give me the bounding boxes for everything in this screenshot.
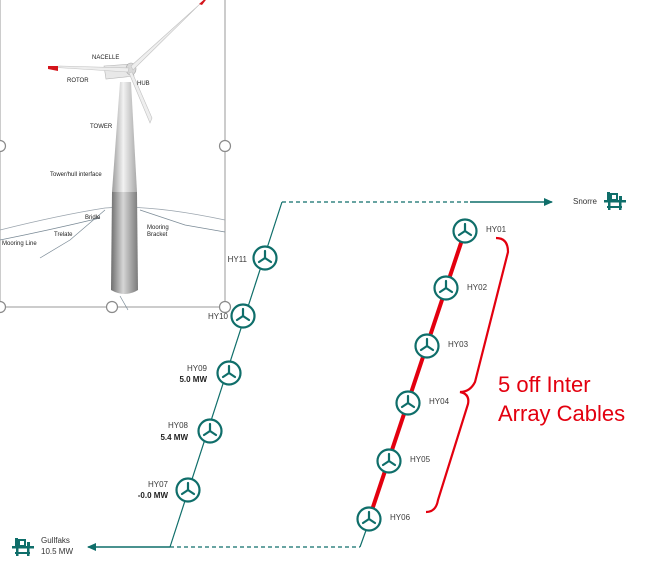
left-string: HY11 HY10 HY09 5.0 MW HY08 5.4 MW HY07 -… <box>138 245 278 503</box>
turbine-illustration: NACELLE ROTOR HUB TOWER Tower/hull inter… <box>0 0 232 314</box>
platform-snorre-label: Snorre <box>573 197 598 206</box>
turbine-node[interactable] <box>252 245 278 271</box>
handle-bottom-right[interactable] <box>218 300 232 314</box>
turbine-id: HY02 <box>467 283 488 292</box>
blade-upper <box>130 0 205 71</box>
turbine-id: HY08 <box>168 421 189 430</box>
turbine-node[interactable] <box>197 418 223 444</box>
turbine-id: HY01 <box>486 225 507 234</box>
annotation-line2: Array Cables <box>498 401 625 426</box>
turbine-id: HY09 <box>187 364 208 373</box>
turbine-node[interactable] <box>216 360 242 386</box>
turbine-id: HY11 <box>228 255 248 264</box>
turbine-power: -0.0 MW <box>138 491 169 500</box>
turbine-node[interactable] <box>376 448 402 474</box>
blade-lower <box>128 71 153 124</box>
turbine-node[interactable] <box>433 275 459 301</box>
label-rotor: ROTOR <box>67 78 89 84</box>
turbine-id: HY10 <box>208 312 229 321</box>
label-tower: TOWER <box>90 124 113 130</box>
turbine-id: HY07 <box>148 480 169 489</box>
turbine-node[interactable] <box>230 303 256 329</box>
right-string: HY01 HY02 HY03 HY04 HY05 HY06 <box>356 218 507 532</box>
selection-handles[interactable] <box>0 139 232 314</box>
tower <box>112 82 137 192</box>
label-mooring-bracket-line1: Mooring <box>147 225 169 231</box>
turbine-node[interactable] <box>356 506 382 532</box>
annotation-bracket <box>425 236 510 514</box>
turbine-power: 5.0 MW <box>179 375 207 384</box>
turbine-power: 5.4 MW <box>160 433 188 442</box>
label-tower-hull-interface: Tower/hull interface <box>50 172 102 178</box>
handle-bottom-middle[interactable] <box>105 300 119 314</box>
platform-icon <box>604 192 626 210</box>
platform-snorre[interactable]: Snorre <box>573 192 626 210</box>
handle-left-middle[interactable] <box>0 139 7 153</box>
platform-gullfaks-power: 10.5 MW <box>41 547 73 556</box>
label-hub: HUB <box>137 81 150 87</box>
label-nacelle: NACELLE <box>92 55 119 61</box>
floating-hull <box>111 192 138 294</box>
turbine-node[interactable] <box>175 477 201 503</box>
platform-icon <box>12 538 34 556</box>
label-bridle: Bridle <box>85 215 101 221</box>
annotation-line1: 5 off Inter <box>498 372 591 397</box>
handle-right-middle[interactable] <box>218 139 232 153</box>
turbine-node[interactable] <box>395 390 421 416</box>
handle-bottom-left[interactable] <box>0 300 7 314</box>
platform-gullfaks[interactable]: Gullfaks 10.5 MW <box>12 536 73 556</box>
label-trelate: Trelate <box>54 232 73 238</box>
turbine-node[interactable] <box>414 333 440 359</box>
inter-array-cables <box>367 230 467 520</box>
label-mooring-bracket-line2: Bracket <box>147 232 168 238</box>
turbine-id: HY05 <box>410 455 431 464</box>
turbine-node[interactable] <box>452 218 478 244</box>
platform-gullfaks-label: Gullfaks <box>41 536 70 545</box>
label-mooring-line: Mooring Line <box>2 241 37 247</box>
turbine-id: HY03 <box>448 340 469 349</box>
turbine-id: HY06 <box>390 513 411 522</box>
turbine-id: HY04 <box>429 397 450 406</box>
